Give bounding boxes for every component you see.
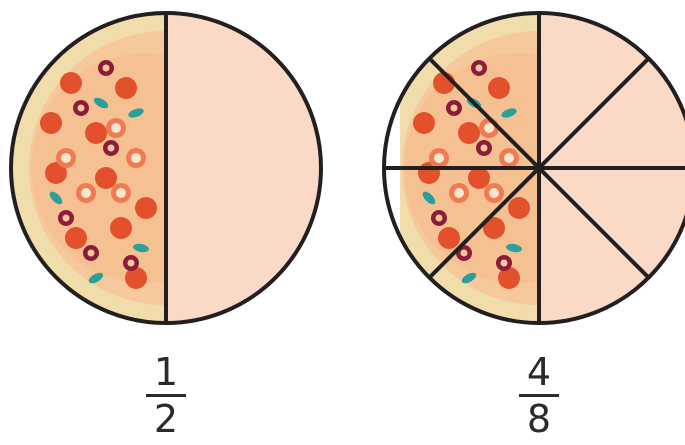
- pepperoni: [40, 112, 62, 134]
- pizza-eighths: [384, 13, 685, 323]
- olive-hole: [501, 260, 508, 267]
- fraction-numerator: 1: [126, 352, 206, 392]
- pepperoni: [60, 72, 82, 94]
- fraction-one-half: 1 2: [126, 352, 206, 439]
- tomato-center: [484, 123, 494, 133]
- olive-hole: [436, 215, 443, 222]
- olive-hole: [78, 105, 85, 112]
- olive-hole: [476, 65, 483, 72]
- tomato-center: [454, 188, 464, 198]
- pepperoni: [488, 77, 510, 99]
- olive-hole: [461, 250, 468, 257]
- olive-hole: [451, 105, 458, 112]
- pepperoni: [115, 77, 137, 99]
- fraction-numerator: 4: [499, 352, 579, 392]
- pepperoni: [85, 122, 107, 144]
- tomato-center: [116, 188, 126, 198]
- pepperoni: [135, 197, 157, 219]
- pepperoni: [438, 227, 460, 249]
- fraction-denominator: 8: [499, 399, 579, 439]
- tomato-center: [434, 153, 444, 163]
- pepperoni: [468, 167, 490, 189]
- tomato-center: [489, 188, 499, 198]
- pepperoni: [458, 122, 480, 144]
- pepperoni: [65, 227, 87, 249]
- pepperoni: [413, 112, 435, 134]
- tomato-center: [131, 153, 141, 163]
- fraction-denominator: 2: [126, 399, 206, 439]
- tomato-center: [81, 188, 91, 198]
- pizza-halves: [11, 13, 321, 323]
- empty-half: [166, 13, 321, 323]
- tomato-center: [111, 123, 121, 133]
- olive-hole: [481, 145, 488, 152]
- tomato-center: [61, 153, 71, 163]
- olive-hole: [63, 215, 70, 222]
- olive-hole: [88, 250, 95, 257]
- fraction-four-eighths: 4 8: [499, 352, 579, 439]
- tomato-center: [504, 153, 514, 163]
- pepperoni: [95, 167, 117, 189]
- pepperoni: [110, 217, 132, 239]
- olive-hole: [108, 145, 115, 152]
- olive-hole: [128, 260, 135, 267]
- pepperoni: [508, 197, 530, 219]
- olive-hole: [103, 65, 110, 72]
